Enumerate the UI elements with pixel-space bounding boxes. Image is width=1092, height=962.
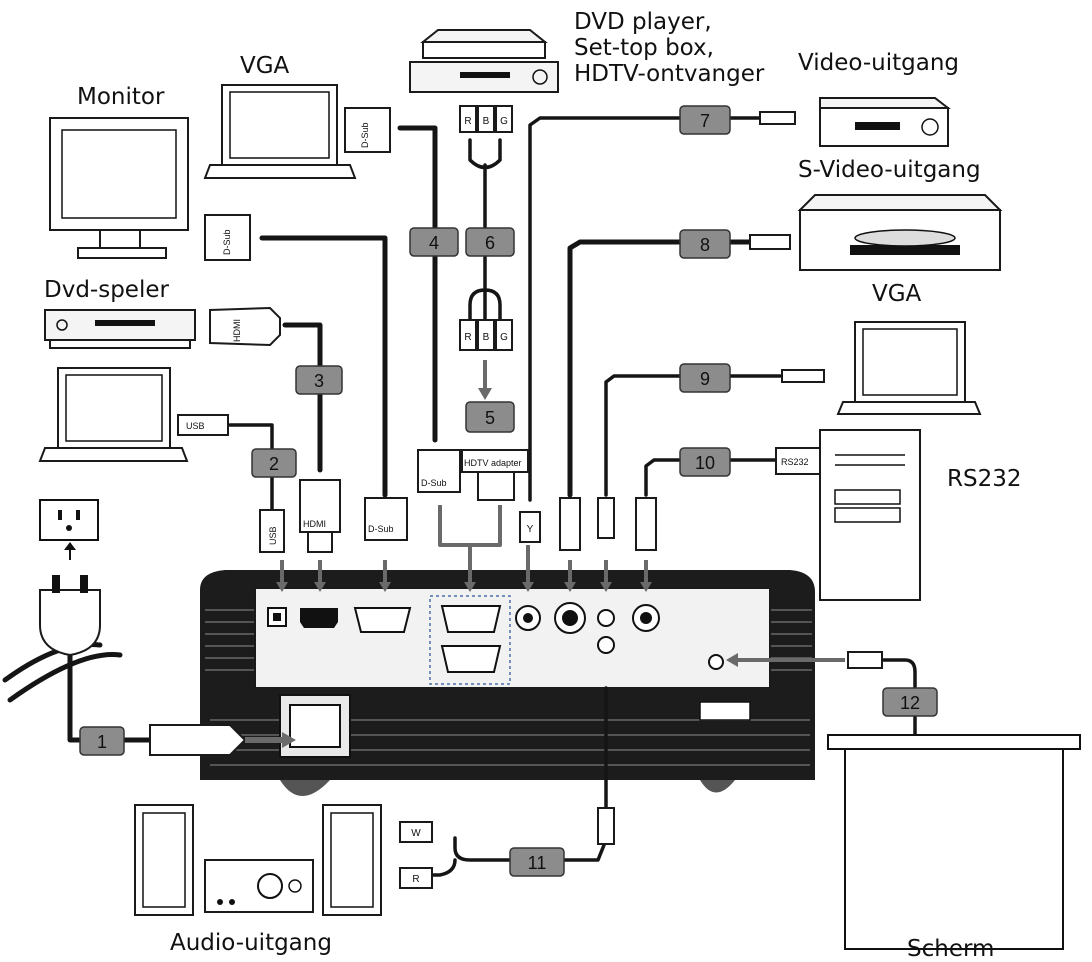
dsub-tag: D-Sub bbox=[360, 122, 370, 148]
cable-number: 4 bbox=[429, 233, 439, 253]
cable-number: 11 bbox=[528, 853, 547, 873]
dvd-player-icon bbox=[797, 194, 1003, 271]
label-audio-out: Audio-uitgang bbox=[170, 930, 332, 956]
dsub-tag: D-Sub bbox=[222, 229, 232, 255]
cable-number: 1 bbox=[97, 732, 107, 752]
g-tag: G bbox=[500, 332, 508, 343]
g-tag: G bbox=[500, 116, 508, 127]
laptop-icon bbox=[203, 84, 357, 179]
hdmi-tag: HDMI bbox=[303, 519, 326, 529]
rs232-tag: RS232 bbox=[781, 457, 809, 467]
label-vga-top: VGA bbox=[240, 53, 290, 79]
power-outlet-icon bbox=[39, 499, 99, 541]
cable-number: 10 bbox=[695, 453, 715, 473]
label-dvd-player-line1: DVD player, bbox=[574, 9, 712, 35]
set-top-box-icon bbox=[409, 29, 559, 93]
label-dvd-player-line3: HDTV-ontvanger bbox=[574, 61, 765, 87]
cable-number: 2 bbox=[269, 454, 279, 474]
usb-tag: USB bbox=[268, 526, 278, 545]
projection-screen-icon bbox=[827, 734, 1081, 950]
speaker-icon bbox=[134, 804, 194, 916]
cable-number: 8 bbox=[700, 235, 710, 255]
cable-number: 7 bbox=[700, 111, 710, 131]
hdmi-tag: HDMI bbox=[232, 319, 242, 342]
label-vga-right: VGA bbox=[872, 281, 922, 307]
b-tag: B bbox=[483, 332, 490, 343]
pc-tower-icon bbox=[819, 429, 921, 601]
cable-number: 12 bbox=[900, 693, 920, 713]
r-tag: R bbox=[412, 874, 419, 885]
y-tag: Y bbox=[527, 524, 534, 535]
cable-number: 9 bbox=[700, 369, 710, 389]
cable-number: 3 bbox=[314, 371, 324, 391]
hdtv-adapter-tag: HDTV adapter bbox=[464, 458, 522, 468]
amplifier-icon bbox=[204, 859, 314, 913]
laptop-icon bbox=[836, 321, 982, 415]
dsub-tag: D-Sub bbox=[421, 478, 447, 488]
label-dvd-speler: Dvd-speler bbox=[44, 277, 169, 303]
label-dvd-player-line2: Set-top box, bbox=[574, 35, 714, 61]
projector-icon bbox=[200, 570, 815, 796]
cable-number: 6 bbox=[485, 233, 495, 253]
power-plug-icon bbox=[39, 575, 101, 657]
b-tag: B bbox=[483, 116, 490, 127]
label-svideo-out: S-Video-uitgang bbox=[798, 157, 981, 183]
cable-number: 5 bbox=[485, 408, 495, 428]
dsub-tag: D-Sub bbox=[368, 524, 394, 534]
vcr-icon bbox=[819, 97, 951, 147]
monitor-icon bbox=[49, 117, 189, 259]
r-tag: R bbox=[464, 116, 471, 127]
label-rs232: RS232 bbox=[947, 466, 1021, 492]
speaker-icon bbox=[322, 804, 382, 916]
label-video-out: Video-uitgang bbox=[798, 50, 959, 76]
label-monitor: Monitor bbox=[77, 84, 165, 110]
laptop-icon bbox=[38, 367, 189, 462]
usb-tag: USB bbox=[186, 421, 205, 431]
label-screen: Scherm bbox=[907, 936, 994, 962]
r-tag: R bbox=[464, 332, 471, 343]
w-tag: W bbox=[411, 828, 421, 839]
dvd-player-icon bbox=[44, 309, 196, 349]
